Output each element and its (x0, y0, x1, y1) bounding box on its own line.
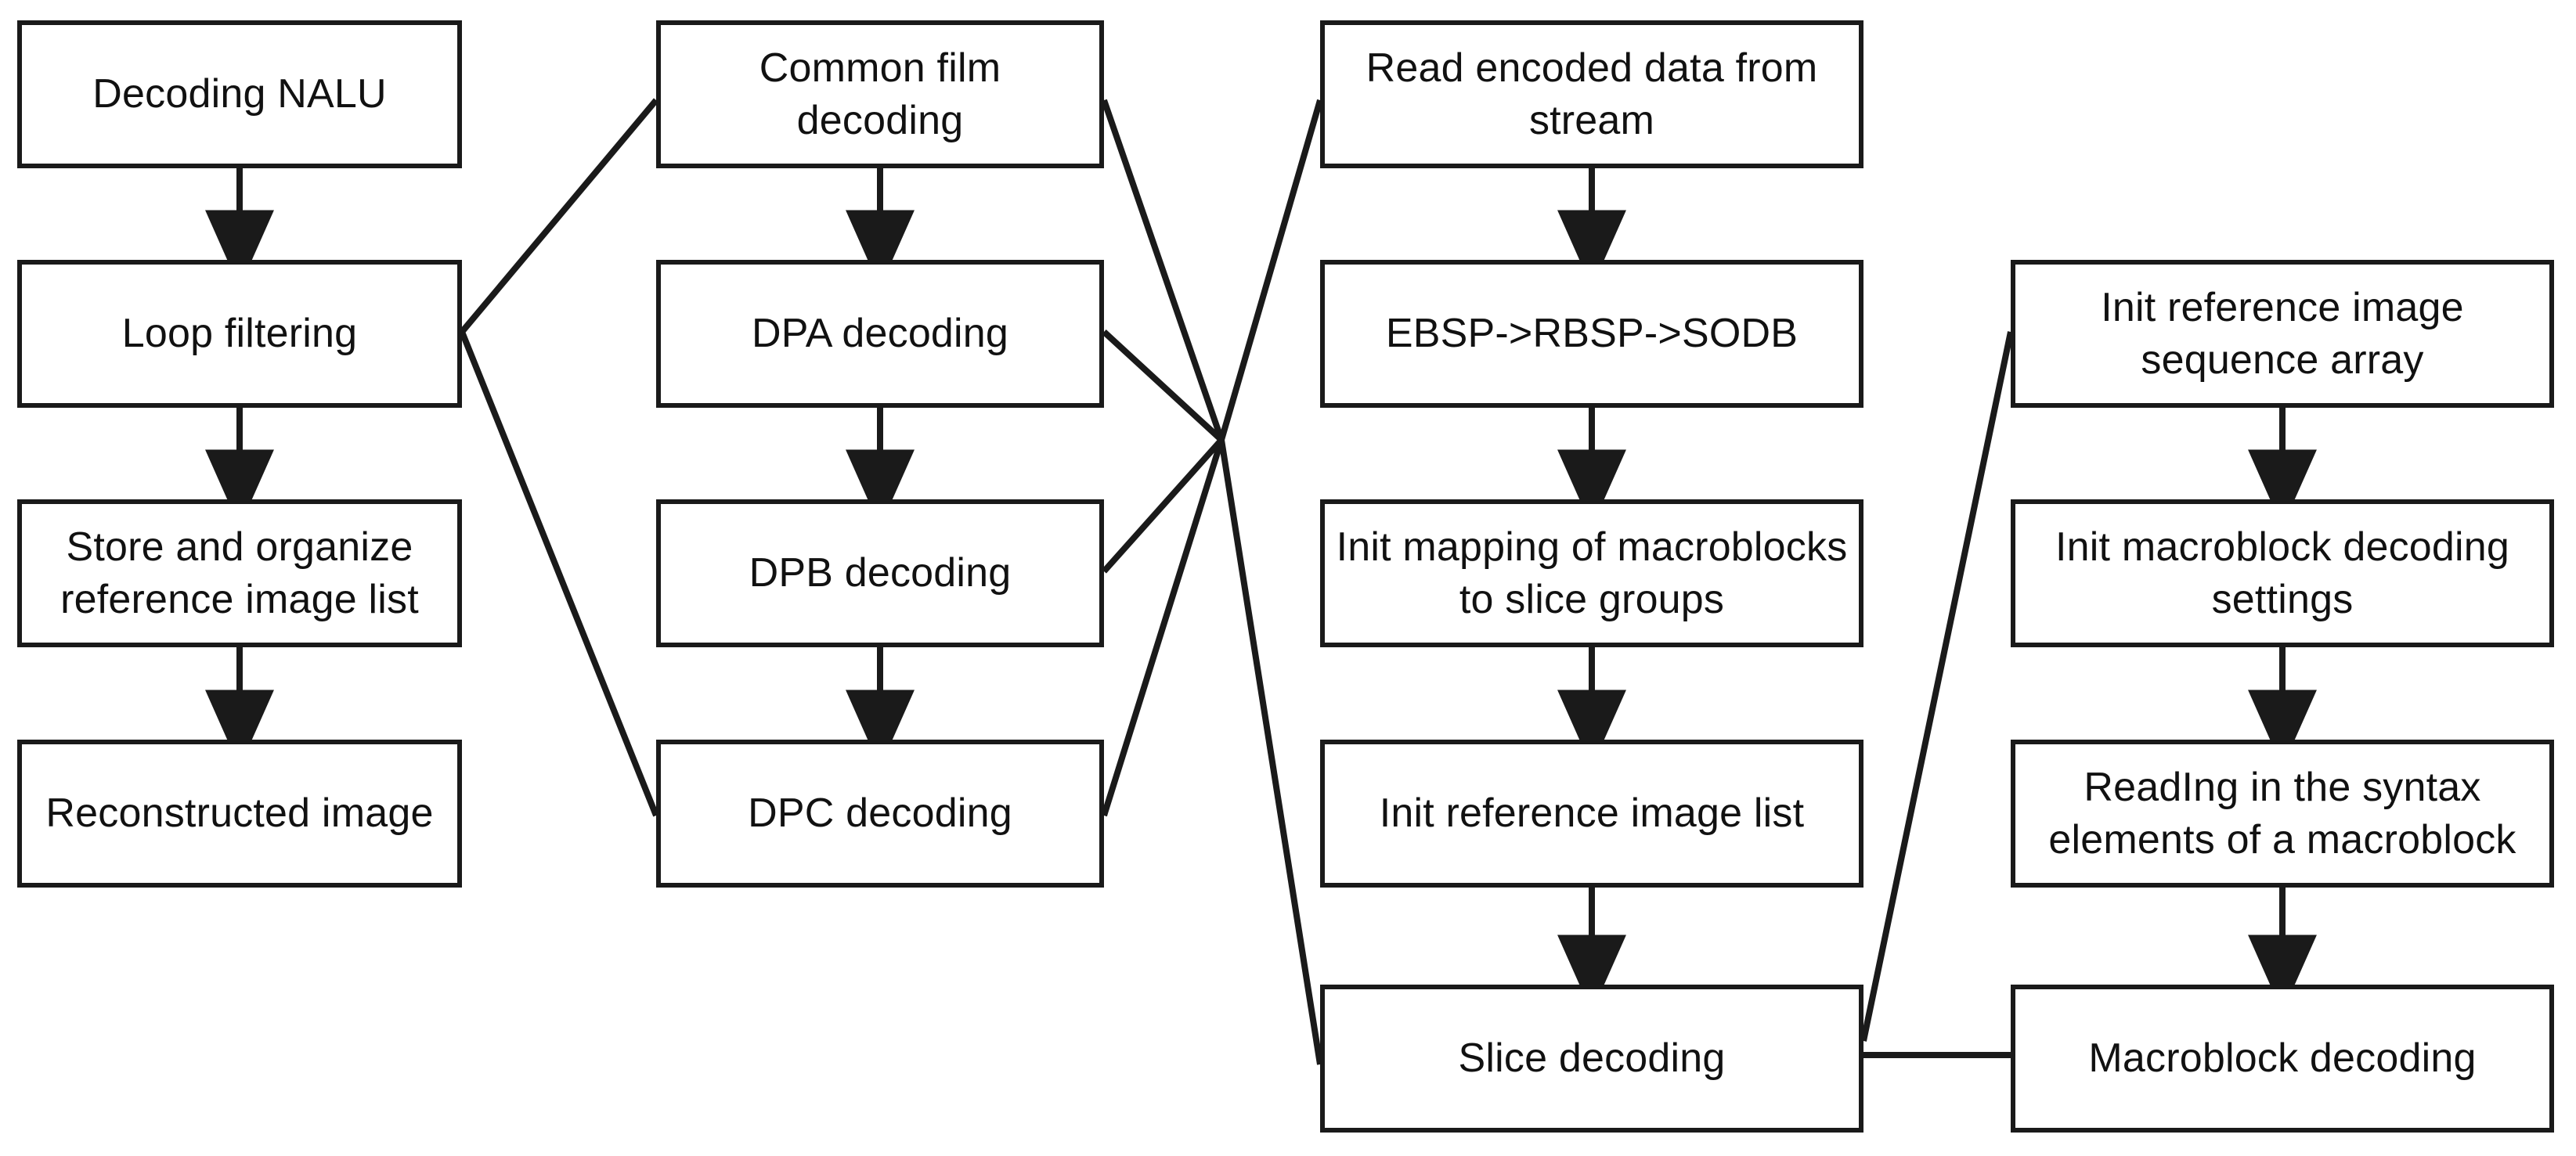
node-init-reference-image-list[interactable]: Init reference image list (1320, 740, 1863, 888)
edge-dpb-to-junction (1102, 438, 1224, 574)
node-read-encoded-data-from-stream[interactable]: Read encoded data from stream (1320, 20, 1863, 168)
node-reading-syntax-elements-macroblock[interactable]: ReadIng in the syntax elements of a macr… (2011, 740, 2554, 888)
edge-common-film-to-junction (1101, 99, 1225, 441)
node-dpc-decoding[interactable]: DPC decoding (656, 740, 1104, 888)
node-decoding-nalu[interactable]: Decoding NALU (17, 20, 462, 168)
node-label: Init reference image list (1379, 790, 1805, 837)
node-label: Decoding NALU (92, 71, 387, 117)
node-label: Init macroblock decoding settings (2055, 524, 2509, 622)
node-label: DPC decoding (748, 790, 1012, 837)
node-label: Slice decoding (1458, 1035, 1726, 1082)
node-ebsp-rbsp-sodb[interactable]: EBSP->RBSP->SODB (1320, 260, 1863, 408)
node-label: DPB decoding (749, 550, 1012, 596)
node-common-film-decoding[interactable]: Common film decoding (656, 20, 1104, 168)
node-slice-decoding[interactable]: Slice decoding (1320, 985, 1863, 1133)
node-label: Macroblock decoding (2088, 1035, 2477, 1082)
edge-loop-filtering-to-common-film (459, 98, 659, 334)
node-label: Loop filtering (121, 311, 358, 357)
edge-dpc-to-junction (1101, 438, 1225, 817)
node-label: Reconstructed image (45, 790, 434, 837)
node-init-macroblock-decoding-settings[interactable]: Init macroblock decoding settings (2011, 499, 2554, 647)
edge-loop-filtering-to-dpc (459, 330, 659, 817)
node-store-organize-reference-image-list[interactable]: Store and organize reference image list (17, 499, 462, 647)
node-init-mapping-macroblocks-slice-groups[interactable]: Init mapping of macroblocks to slice gro… (1320, 499, 1863, 647)
node-label: Common film decoding (759, 45, 1001, 143)
node-label: Store and organize reference image list (60, 524, 419, 622)
node-label: Init mapping of macroblocks to slice gro… (1336, 524, 1848, 622)
node-label: ReadIng in the syntax elements of a macr… (2048, 764, 2516, 862)
node-init-reference-image-sequence-array[interactable]: Init reference image sequence array (2011, 260, 2554, 408)
node-macroblock-decoding[interactable]: Macroblock decoding (2011, 985, 2554, 1133)
node-reconstructed-image[interactable]: Reconstructed image (17, 740, 462, 888)
node-label: EBSP->RBSP->SODB (1385, 311, 1799, 357)
node-label: DPA decoding (751, 311, 1009, 357)
edge-dpa-to-junction (1102, 330, 1224, 442)
edge-slice-decoding-to-init-sequence-array (1860, 331, 2014, 1042)
node-dpa-decoding[interactable]: DPA decoding (656, 260, 1104, 408)
node-label: Init reference image sequence array (2101, 284, 2464, 383)
edge-junction-to-slice-decoding (1218, 439, 1323, 1065)
node-loop-filtering[interactable]: Loop filtering (17, 260, 462, 408)
node-label: Read encoded data from stream (1366, 45, 1818, 143)
node-dpb-decoding[interactable]: DPB decoding (656, 499, 1104, 647)
edge-junction-to-read-encoded (1218, 99, 1323, 441)
